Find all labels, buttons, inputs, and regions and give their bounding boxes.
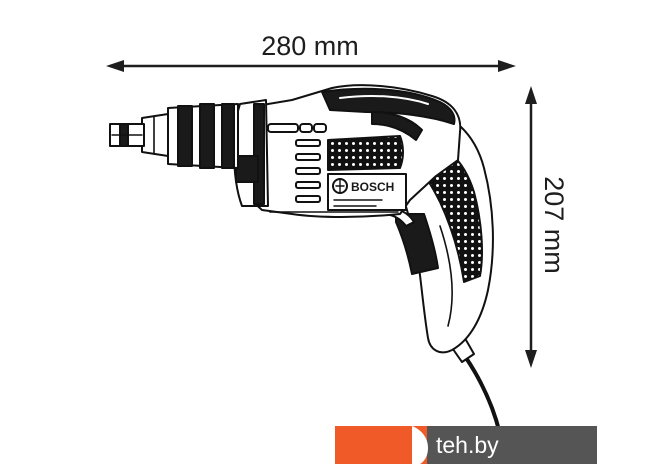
collar-ring-2: [199, 103, 215, 169]
drywall-screwdriver-drawing: BOSCH: [109, 84, 506, 458]
bosch-logo-armature: [335, 179, 345, 193]
side-cooling-slots: [295, 139, 321, 203]
collar-highlight: [193, 109, 219, 163]
direction-switch: [371, 111, 423, 141]
length-dimension: 280 mm: [106, 31, 516, 72]
watermark-gray-band: [427, 426, 597, 464]
watermark: teh.by: [335, 426, 597, 464]
handle-inner-contour: [439, 225, 453, 327]
gear-housing-rib: [253, 103, 265, 205]
gear-housing-lower-block: [235, 155, 259, 183]
length-arrow-left: [106, 60, 124, 72]
trigger: [395, 213, 439, 275]
length-label: 280 mm: [261, 31, 359, 61]
housing-top-cover: [321, 87, 456, 125]
housing-top-highlight: [339, 95, 429, 105]
brand-label: BOSCH: [351, 180, 394, 194]
height-arrow-bottom: [525, 350, 537, 368]
height-dimension: 207 mm: [525, 86, 569, 368]
watermark-logo-icon: [412, 426, 428, 464]
height-arrow-top: [525, 86, 537, 104]
length-arrow-right: [498, 60, 516, 72]
height-label: 207 mm: [539, 176, 569, 274]
collar-ring-1: [177, 105, 193, 167]
motor-vent-grille: [327, 135, 404, 171]
nose-cone: [141, 113, 169, 157]
upper-cooling-slots: [267, 123, 327, 133]
watermark-orange-band: [335, 426, 427, 464]
watermark-text: teh.by: [436, 432, 499, 458]
collar-ring-3: [221, 103, 235, 169]
